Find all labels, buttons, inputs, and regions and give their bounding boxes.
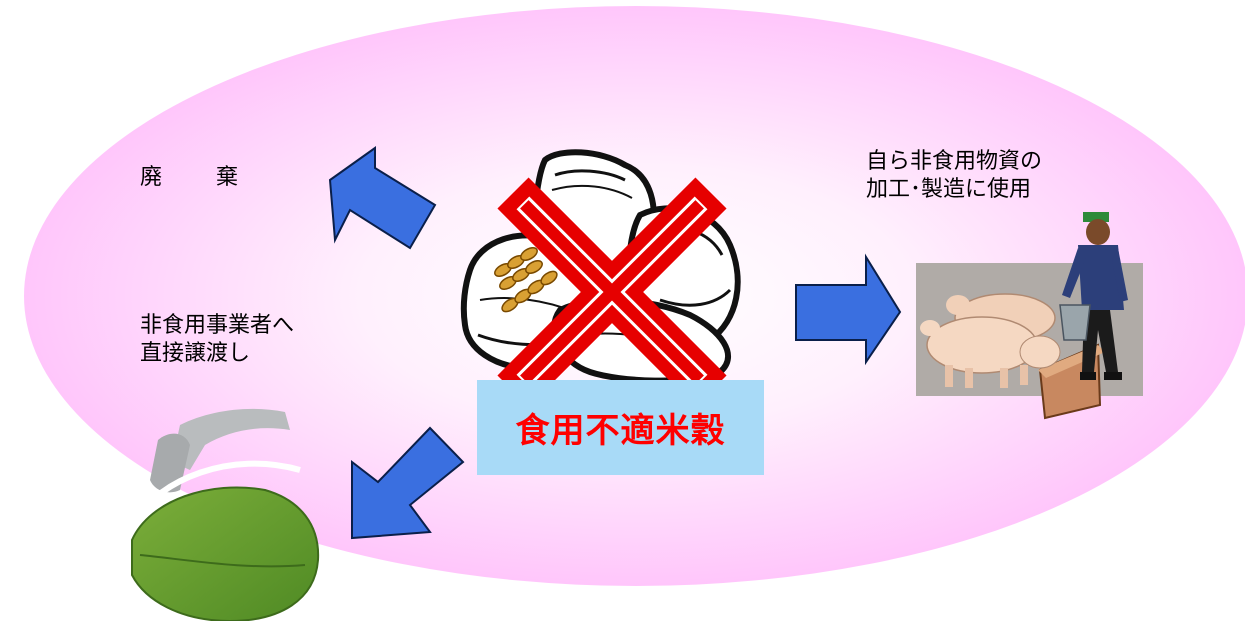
center-label: 食用不適米穀 (515, 411, 726, 451)
label-direct-transfer: 非食用事業者へ 直接譲渡し (140, 313, 295, 366)
label-self-use: 自ら非食用物資の 加工･製造に使用 (866, 149, 1043, 202)
center-label-box: 食用不適米穀 (477, 380, 764, 475)
label-disposal: 廃 棄 (140, 165, 255, 190)
